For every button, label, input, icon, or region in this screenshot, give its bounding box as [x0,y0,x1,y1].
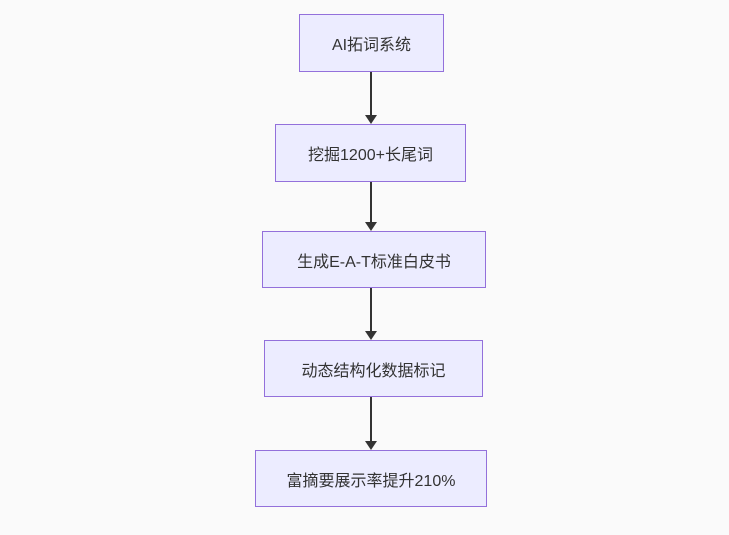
node-label: AI拓词系统 [331,37,412,54]
flowchart-node-longtail-mining: 挖掘1200+长尾词 [275,124,466,182]
arrowhead-down-icon [365,441,377,450]
edge-arrow [364,397,378,450]
edge-line [370,182,372,224]
edge-line [370,288,372,333]
edge-arrow [364,182,378,231]
node-label: 生成E-A-T标准白皮书 [297,253,451,271]
node-label: 动态结构化数据标记 [301,362,446,380]
flowchart-node-structured-data: 动态结构化数据标记 [264,340,483,397]
edge-line [370,72,372,117]
node-label: 挖掘1200+长尾词 [308,147,433,164]
node-label: 富摘要展示率提升210% [286,472,456,490]
edge-arrow [364,72,378,124]
edge-line [370,397,372,443]
arrowhead-down-icon [365,115,377,124]
arrowhead-down-icon [365,222,377,231]
flowchart-node-eat-whitepaper: 生成E-A-T标准白皮书 [262,231,486,288]
arrowhead-down-icon [365,331,377,340]
edge-arrow [364,288,378,340]
flowchart-node-rich-snippet-result: 富摘要展示率提升210% [255,450,487,507]
flowchart-node-ai-word-system: AI拓词系统 [299,14,444,72]
